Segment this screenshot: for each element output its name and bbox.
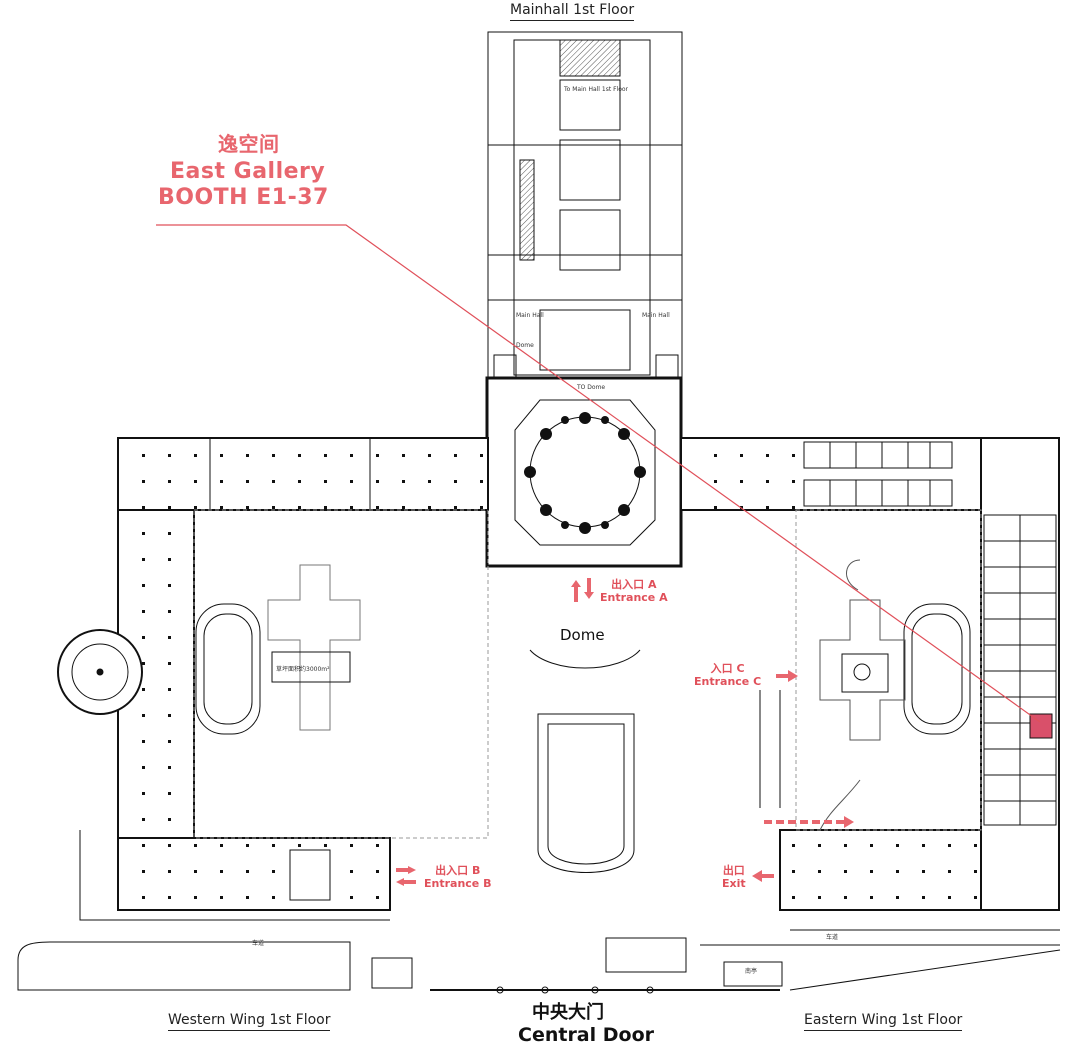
central-door-en: Central Door bbox=[518, 1024, 655, 1046]
western-wing bbox=[117, 437, 489, 911]
entrance-b-arrows bbox=[396, 866, 416, 886]
exit-arrow bbox=[752, 870, 774, 882]
road-left-label: 车道 bbox=[252, 940, 265, 947]
entrance-c-cn: 入口 C bbox=[710, 662, 745, 675]
entrance-b-en: Entrance B bbox=[424, 877, 492, 890]
entrance-a-arrows bbox=[571, 578, 594, 602]
eastern-booths bbox=[803, 441, 1057, 826]
rotunda bbox=[57, 629, 143, 715]
entrance-a-en: Entrance A bbox=[600, 591, 668, 604]
dome-small-label: Dome bbox=[516, 342, 534, 349]
dome-hall bbox=[485, 376, 683, 568]
to-main-hall-label: To Main Hall 1st Floor bbox=[564, 86, 629, 93]
exit-cn: 出口 bbox=[722, 864, 745, 877]
entrance-c-label: 入口 C Entrance C bbox=[694, 662, 761, 688]
central-courtyard bbox=[529, 649, 781, 873]
south-pavilion-label: 南亭 bbox=[745, 968, 758, 975]
mainhall-block bbox=[487, 31, 683, 383]
roads bbox=[17, 830, 1061, 991]
exit-en: Exit bbox=[722, 877, 746, 890]
booth-label-en: East Gallery bbox=[170, 159, 326, 184]
booth-pointer-line bbox=[156, 224, 1041, 723]
western-wing-title: Western Wing 1st Floor bbox=[168, 1012, 331, 1031]
booth-label-code: BOOTH E1-37 bbox=[158, 185, 329, 210]
entrance-c-arrow bbox=[776, 670, 798, 682]
lawn-area-label: 草坪面积约3000m² bbox=[276, 666, 330, 673]
main-hall-right-label: Main Hall bbox=[642, 312, 670, 319]
entrance-a-label: 出入口 A Entrance A bbox=[600, 578, 668, 604]
road-right-label: 车道 bbox=[826, 934, 839, 941]
eastern-wing-title: Eastern Wing 1st Floor bbox=[804, 1012, 963, 1031]
dome-label: Dome bbox=[560, 626, 605, 644]
western-garden bbox=[193, 509, 489, 839]
exit-label: 出口 Exit bbox=[722, 864, 746, 890]
central-door-cn: 中央大门 bbox=[532, 1002, 604, 1023]
entrance-b-cn: 出入口 B bbox=[435, 864, 481, 877]
booth-e1-37-highlight[interactable] bbox=[1029, 713, 1053, 739]
flow-dashes bbox=[764, 816, 854, 828]
eastern-garden bbox=[795, 509, 982, 831]
entrance-b-label: 出入口 B Entrance B bbox=[424, 864, 491, 890]
road-markers bbox=[496, 986, 654, 994]
entrance-a-cn: 出入口 A bbox=[611, 578, 657, 591]
to-dome-label: TO Dome bbox=[577, 384, 606, 391]
main-hall-left-label: Main Hall bbox=[516, 312, 544, 319]
dome-columns bbox=[524, 412, 646, 534]
entrance-c-en: Entrance C bbox=[694, 675, 762, 688]
mainhall-title: Mainhall 1st Floor bbox=[510, 2, 635, 21]
booth-label-cn: 逸空间 bbox=[218, 132, 280, 156]
